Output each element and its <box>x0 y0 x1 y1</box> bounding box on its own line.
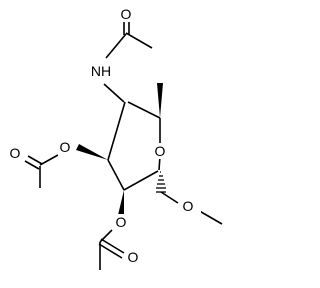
ester-oxygen-c3-label: O <box>60 139 71 155</box>
bond-c3-c4 <box>107 101 126 161</box>
hash-c1-methoxy <box>156 171 166 193</box>
wedge-c5-methyl <box>157 83 163 118</box>
pyranose-ring <box>107 101 161 191</box>
wedge-c3-oxygen <box>76 144 108 160</box>
bond-acetyl-methyl-to-carbonyl <box>125 32 153 49</box>
bond-ester-o-to-carbonyl-left <box>39 154 59 166</box>
acetoxy-group-bottom <box>98 229 125 270</box>
bond-c2-c3 <box>107 159 125 191</box>
amide-nitrogen-label: NH <box>91 63 111 79</box>
methoxy-oxygen-label: O <box>183 198 194 214</box>
acetoxy-group-left <box>24 154 59 188</box>
bond-carbonyl-double-bottom-a <box>100 238 125 254</box>
acetamido-group <box>103 22 153 103</box>
bond-carbonyl-double-bottom-b <box>98 243 123 259</box>
molecule-structure: O NH O O O O O O <box>8 6 223 270</box>
bond-carbonyl-double-left-a <box>27 155 43 165</box>
carbonyl-oxygen-left-label: O <box>10 145 21 161</box>
bond-nitrogen-to-c4 <box>103 83 125 103</box>
bond-c1-c2 <box>123 170 159 191</box>
bond-c1-to-methoxy-oxygen <box>160 191 179 204</box>
bond-c4-c5 <box>127 101 161 119</box>
bond-carbonyl-to-nitrogen <box>105 33 127 59</box>
ring-oxygen-label: O <box>155 143 166 159</box>
wedge-c2-oxygen <box>118 190 124 215</box>
carbonyl-oxygen-top-label: O <box>121 6 132 22</box>
carbonyl-oxygen-bottom-label: O <box>128 249 139 265</box>
ester-oxygen-c2-label: O <box>116 214 127 230</box>
bond-carbonyl-double-left-b <box>24 160 40 170</box>
